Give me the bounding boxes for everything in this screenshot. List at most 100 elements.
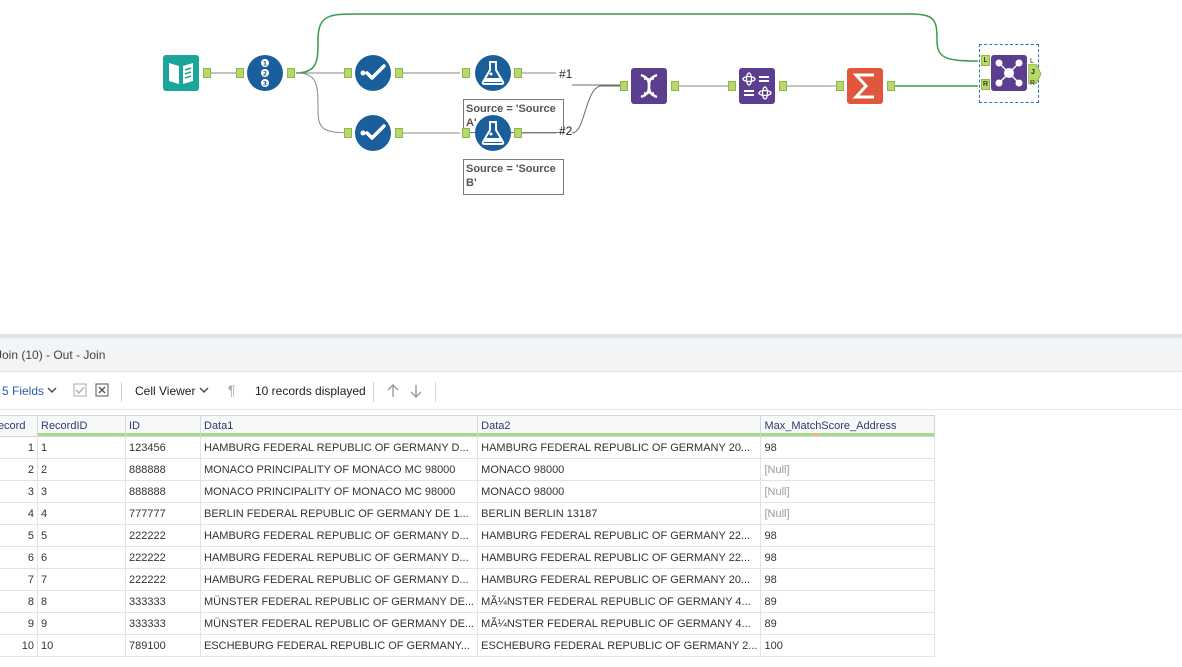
data2-cell[interactable]: MONACO 98000 (477, 480, 762, 503)
data1-cell[interactable]: BERLIN FEDERAL REPUBLIC OF GERMANY DE 1.… (199, 502, 479, 525)
data1-cell[interactable]: HAMBURG FEDERAL REPUBLIC OF GERMANY D... (199, 524, 479, 547)
data2-cell[interactable]: MÃ¼NSTER FEDERAL REPUBLIC OF GERMANY 4..… (477, 590, 762, 613)
output-anchor[interactable] (395, 68, 403, 78)
data1-cell[interactable]: MÜNSTER FEDERAL REPUBLIC OF GERMANY DE..… (199, 590, 479, 613)
record-id-tool[interactable]: 1 2 3 (246, 54, 284, 92)
row-number-cell[interactable]: 1 (0, 436, 38, 459)
input-anchor[interactable] (344, 68, 352, 78)
input-anchor[interactable] (462, 128, 470, 138)
data1-cell[interactable]: HAMBURG FEDERAL REPUBLIC OF GERMANY D... (199, 568, 479, 591)
recordid-cell[interactable]: 9 (37, 612, 126, 635)
column-header-recordid[interactable]: RecordID (37, 415, 126, 437)
id-cell[interactable]: 888888 (125, 458, 201, 481)
panel-splitter[interactable] (0, 334, 1182, 338)
join-tool[interactable] (990, 54, 1028, 92)
score-cell[interactable]: [Null] (760, 458, 936, 481)
id-cell[interactable]: 789100 (125, 634, 201, 657)
checkbox-icon[interactable] (73, 383, 87, 400)
score-cell[interactable]: 89 (760, 590, 936, 613)
input-anchor[interactable] (836, 81, 844, 91)
deselect-icon[interactable] (95, 383, 109, 400)
data1-cell[interactable]: HAMBURG FEDERAL REPUBLIC OF GERMANY D... (199, 546, 479, 569)
row-number-cell[interactable]: 2 (0, 458, 38, 481)
id-cell[interactable]: 222222 (125, 568, 201, 591)
recordid-cell[interactable]: 1 (37, 436, 126, 459)
arrow-down-icon[interactable] (409, 383, 423, 402)
data2-cell[interactable]: HAMBURG FEDERAL REPUBLIC OF GERMANY 20..… (477, 436, 762, 459)
data1-cell[interactable]: ESCHEBURG FEDERAL REPUBLIC OF GERMANY... (199, 634, 479, 657)
score-cell[interactable]: 89 (760, 612, 936, 635)
chevron-down-icon[interactable] (198, 382, 210, 401)
input-anchor[interactable] (620, 81, 628, 91)
formula-tool-1[interactable] (474, 54, 512, 92)
input-anchor[interactable] (462, 68, 470, 78)
output-anchor[interactable] (203, 68, 211, 78)
row-number-cell[interactable]: 5 (0, 524, 38, 547)
fuzzy-match-tool[interactable] (630, 67, 668, 105)
generate-rows-tool[interactable] (738, 67, 776, 105)
row-number-cell[interactable]: 9 (0, 612, 38, 635)
score-cell[interactable]: [Null] (760, 480, 936, 503)
fields-dropdown[interactable]: 5 Fields (2, 384, 45, 398)
formula-tool-2[interactable] (474, 114, 512, 152)
select-tool-2[interactable] (354, 114, 392, 152)
column-header-data2[interactable]: Data2 (477, 415, 762, 437)
recordid-cell[interactable]: 10 (37, 634, 126, 657)
input-anchor[interactable] (236, 68, 244, 78)
score-cell[interactable]: [Null] (760, 502, 936, 525)
output-anchor[interactable] (514, 128, 522, 138)
row-number-cell[interactable]: 7 (0, 568, 38, 591)
score-cell[interactable]: 98 (760, 436, 936, 459)
join-left-anchor[interactable]: L (981, 55, 990, 66)
row-number-cell[interactable]: 6 (0, 546, 38, 569)
data1-cell[interactable]: HAMBURG FEDERAL REPUBLIC OF GERMANY D... (199, 436, 479, 459)
data2-cell[interactable]: HAMBURG FEDERAL REPUBLIC OF GERMANY 22..… (477, 546, 762, 569)
id-cell[interactable]: 333333 (125, 612, 201, 635)
recordid-cell[interactable]: 5 (37, 524, 126, 547)
data2-cell[interactable]: HAMBURG FEDERAL REPUBLIC OF GERMANY 22..… (477, 524, 762, 547)
output-anchor[interactable] (395, 128, 403, 138)
output-anchor[interactable] (779, 81, 787, 91)
data2-cell[interactable]: BERLIN BERLIN 13187 (477, 502, 762, 525)
input-data-tool[interactable] (162, 54, 200, 92)
recordid-cell[interactable]: 7 (37, 568, 126, 591)
column-header-record[interactable]: Record (0, 415, 38, 437)
input-anchor[interactable] (728, 81, 736, 91)
id-cell[interactable]: 777777 (125, 502, 201, 525)
recordid-cell[interactable]: 4 (37, 502, 126, 525)
output-anchor[interactable] (671, 81, 679, 91)
pilcrow-icon[interactable]: ¶ (228, 382, 236, 398)
data2-cell[interactable]: HAMBURG FEDERAL REPUBLIC OF GERMANY 20..… (477, 568, 762, 591)
workflow-canvas[interactable]: 1 2 3 #1 Source = 'Source (0, 0, 1182, 334)
column-header-max-matchscore[interactable]: Max_MatchScore_Address (760, 415, 936, 437)
select-tool-1[interactable] (354, 54, 392, 92)
id-cell[interactable]: 222222 (125, 546, 201, 569)
join-output-anchors[interactable] (1027, 63, 1042, 85)
score-cell[interactable]: 100 (760, 634, 936, 657)
cell-viewer-dropdown[interactable]: Cell Viewer (135, 384, 196, 398)
data2-cell[interactable]: ESCHEBURG FEDERAL REPUBLIC OF GERMANY 2.… (477, 634, 762, 657)
data2-cell[interactable]: MONACO 98000 (477, 458, 762, 481)
row-number-cell[interactable]: 8 (0, 590, 38, 613)
summarize-tool[interactable] (846, 67, 884, 105)
id-cell[interactable]: 123456 (125, 436, 201, 459)
output-anchor[interactable] (287, 68, 295, 78)
arrow-up-icon[interactable] (386, 383, 400, 402)
row-number-cell[interactable]: 3 (0, 480, 38, 503)
data2-cell[interactable]: MÃ¼NSTER FEDERAL REPUBLIC OF GERMANY 4..… (477, 612, 762, 635)
data1-cell[interactable]: MONACO PRINCIPALITY OF MONACO MC 98000 (199, 480, 479, 503)
score-cell[interactable]: 98 (760, 568, 936, 591)
id-cell[interactable]: 333333 (125, 590, 201, 613)
output-anchor[interactable] (887, 81, 895, 91)
chevron-down-icon[interactable] (46, 382, 58, 401)
id-cell[interactable]: 222222 (125, 524, 201, 547)
score-cell[interactable]: 98 (760, 524, 936, 547)
